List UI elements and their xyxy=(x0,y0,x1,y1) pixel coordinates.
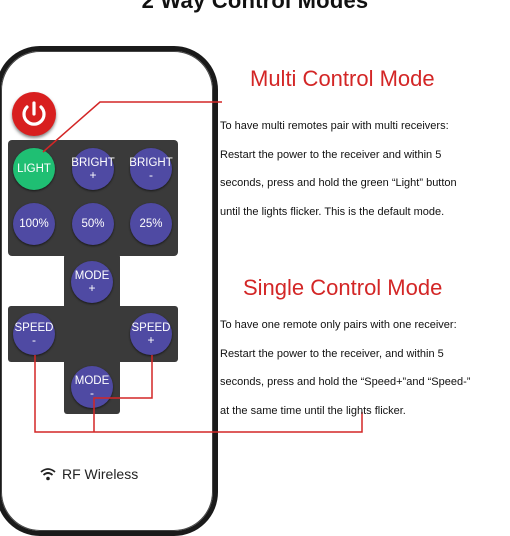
light-button[interactable]: LIGHT xyxy=(13,148,55,190)
speed-plus-sign: + xyxy=(147,333,155,347)
power-icon xyxy=(22,101,46,126)
single-line-4: at the same time until the lights flicke… xyxy=(220,404,406,417)
bright-plus-label: BRIGHT xyxy=(71,157,115,169)
multi-mode-description: To have multi remotes pair with multi re… xyxy=(220,112,457,226)
page-title: 2 Way Control Modes xyxy=(141,0,369,13)
single-line-3: seconds, press and hold the “Speed+”and … xyxy=(220,376,471,388)
wifi-icon xyxy=(40,468,56,481)
single-mode-description: To have one remote only pairs with one r… xyxy=(220,311,470,425)
bright-plus-sign: + xyxy=(89,168,97,182)
multi-line-1: To have multi remotes pair with multi re… xyxy=(220,120,449,132)
multi-mode-heading: Multi Control Mode xyxy=(250,66,435,91)
mode-plus-sign: + xyxy=(88,281,96,295)
brightness-100-label: 100% xyxy=(19,218,49,230)
mode-plus-button[interactable]: MODE + xyxy=(71,261,113,303)
brightness-50-button[interactable]: 50% xyxy=(72,203,114,245)
speed-plus-label: SPEED xyxy=(131,322,171,334)
connector-lines xyxy=(34,101,363,433)
power-button[interactable] xyxy=(12,92,56,136)
single-mode-heading: Single Control Mode xyxy=(243,275,443,300)
bright-minus-label: BRIGHT xyxy=(129,157,173,169)
light-button-label: LIGHT xyxy=(17,163,51,175)
rf-wireless-label: RF Wireless xyxy=(40,466,138,482)
speed-minus-button[interactable]: SPEED - xyxy=(13,313,55,355)
multi-line-2: Restart the power to the receiver and wi… xyxy=(220,148,442,161)
mode-minus-label: MODE xyxy=(74,375,110,387)
rf-wireless-text: RF Wireless xyxy=(62,466,139,482)
single-line-1: To have one remote only pairs with one r… xyxy=(220,319,457,331)
brightness-25-button[interactable]: 25% xyxy=(130,203,172,245)
bright-minus-button[interactable]: BRIGHT - xyxy=(129,148,173,190)
single-line-2: Restart the power to the receiver, and w… xyxy=(220,347,444,360)
speed-plus-button[interactable]: SPEED + xyxy=(130,313,172,355)
multi-line-4: until the lights flicker. This is the de… xyxy=(220,205,445,218)
mode-minus-sign: - xyxy=(90,386,94,400)
speed-minus-sign: - xyxy=(32,333,36,347)
mode-minus-button[interactable]: MODE - xyxy=(71,366,113,408)
brightness-100-button[interactable]: 100% xyxy=(13,203,55,245)
speed-minus-label: SPEED xyxy=(14,322,54,334)
multi-line-3: seconds, press and hold the green “Light… xyxy=(220,177,457,189)
brightness-50-label: 50% xyxy=(81,218,105,230)
bright-minus-sign: - xyxy=(149,168,153,182)
bright-plus-button[interactable]: BRIGHT + xyxy=(71,148,115,190)
mode-plus-label: MODE xyxy=(74,270,110,282)
brightness-25-label: 25% xyxy=(139,218,163,230)
